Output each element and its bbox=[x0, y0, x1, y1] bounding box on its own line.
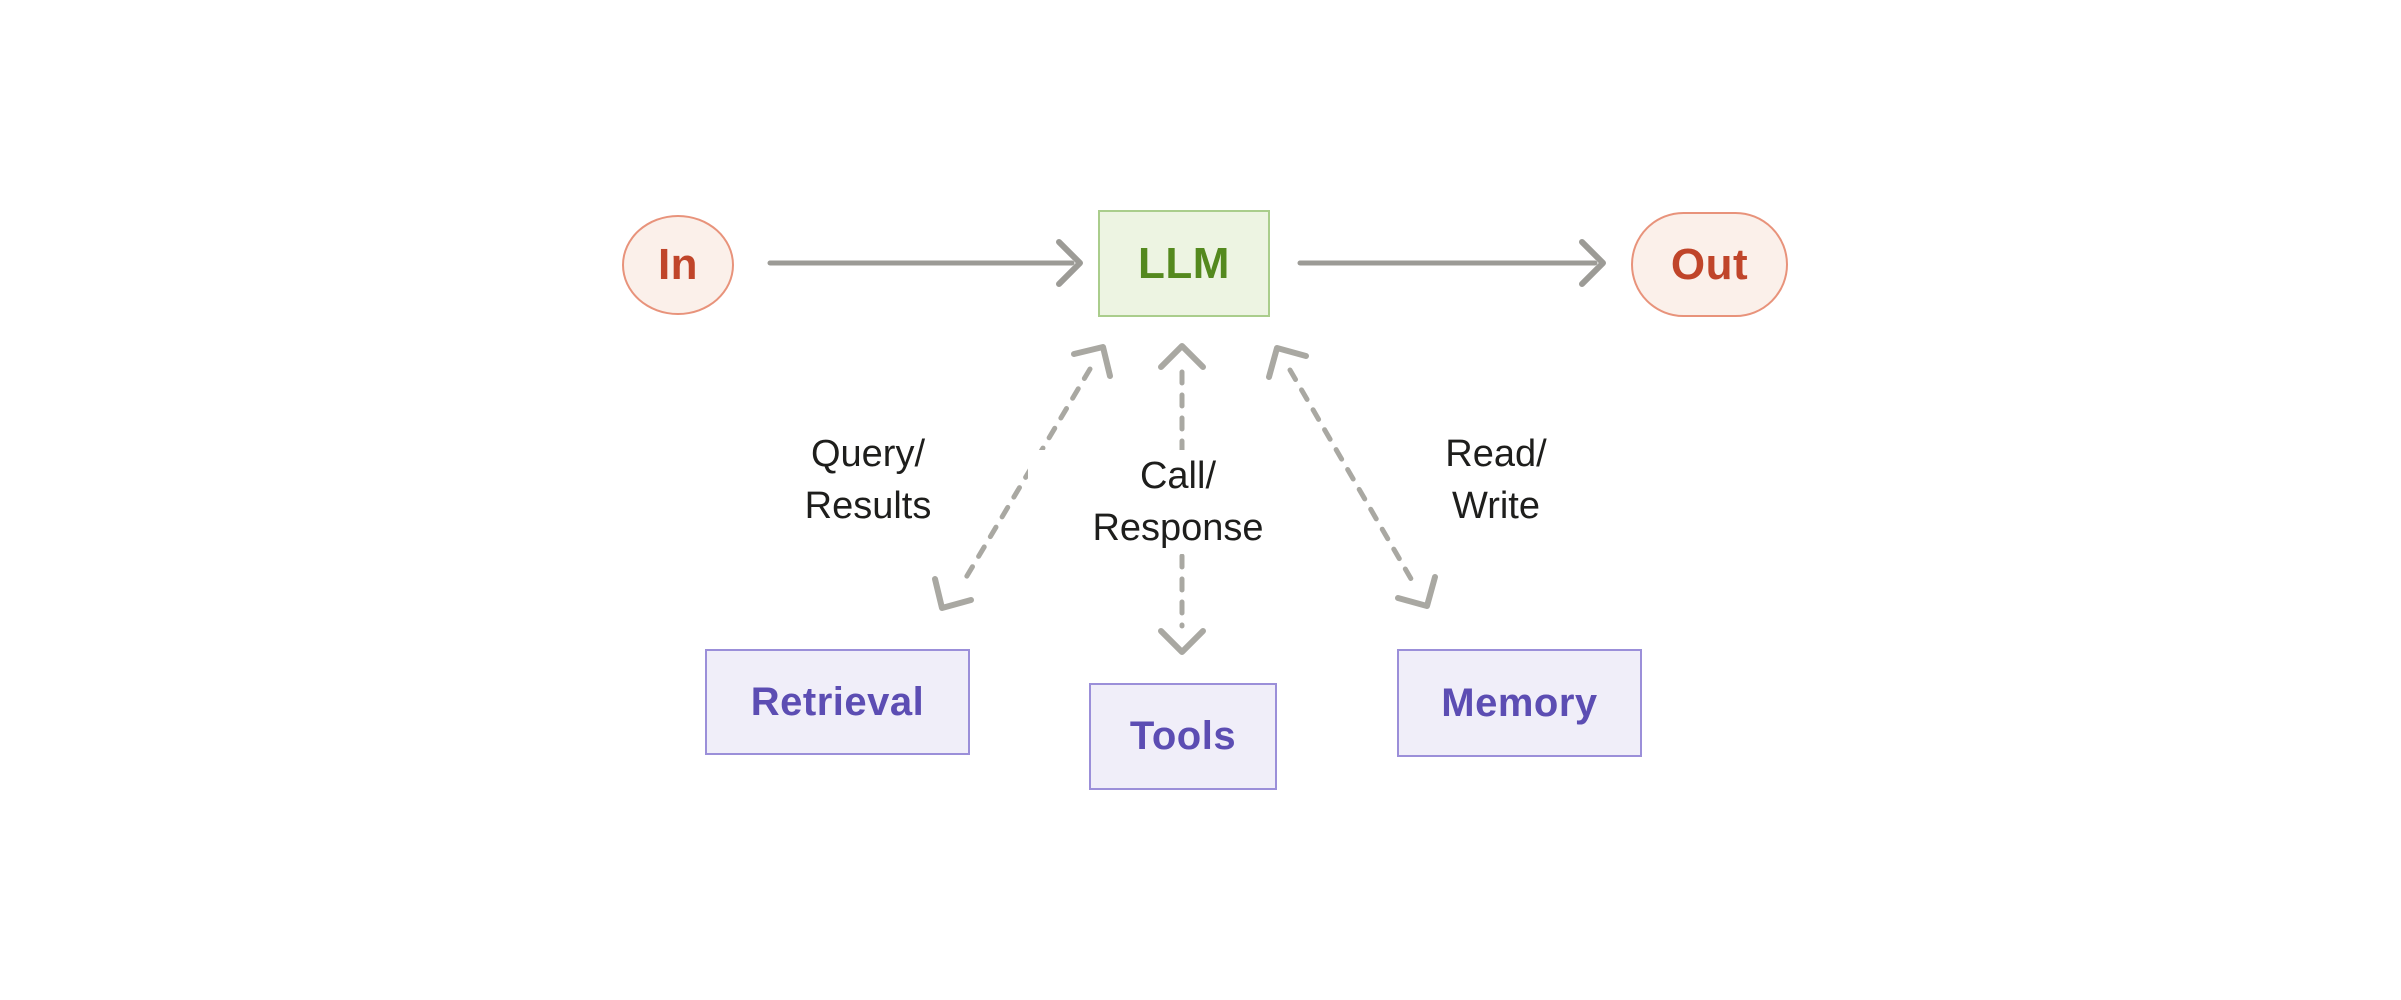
node-memory: Memory bbox=[1397, 649, 1642, 757]
node-retrieval-label: Retrieval bbox=[750, 679, 925, 724]
node-output: Out bbox=[1631, 212, 1788, 317]
edge-label-read-write: Read/ Write bbox=[1346, 428, 1646, 532]
node-memory-label: Memory bbox=[1441, 680, 1598, 725]
arrow-in-to-llm bbox=[767, 239, 1083, 287]
edge-label-query-line1: Query/ bbox=[810, 433, 926, 475]
node-llm: LLM bbox=[1098, 210, 1270, 317]
dashed-arrow-llm-memory bbox=[1266, 345, 1438, 609]
dashed-arrow-llm-retrieval bbox=[932, 344, 1113, 611]
node-output-label: Out bbox=[1670, 239, 1749, 289]
node-retrieval: Retrieval bbox=[705, 649, 970, 755]
node-input-label: In bbox=[657, 240, 699, 289]
edge-label-query-results: Query/ Results bbox=[718, 428, 1018, 532]
edge-label-call-response: Call/ Response bbox=[1028, 450, 1328, 554]
node-input: In bbox=[622, 215, 734, 315]
edge-label-read-line2: Write bbox=[1452, 485, 1540, 527]
arrow-llm-to-out bbox=[1297, 239, 1606, 287]
edge-label-call-line1: Call/ bbox=[1139, 455, 1217, 497]
edge-label-call-line2: Response bbox=[1092, 507, 1264, 549]
edge-label-query-line2: Results bbox=[804, 485, 932, 527]
node-tools: Tools bbox=[1089, 683, 1277, 790]
node-llm-label: LLM bbox=[1138, 238, 1230, 288]
node-tools-label: Tools bbox=[1129, 714, 1237, 758]
edge-label-read-line1: Read/ bbox=[1445, 433, 1547, 475]
